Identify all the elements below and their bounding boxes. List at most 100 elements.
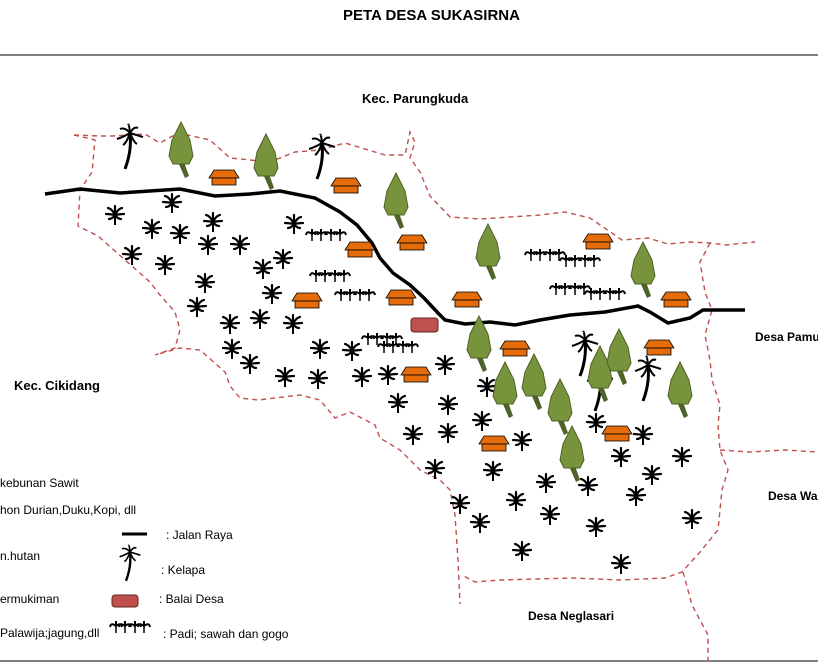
oil-palm-icon — [610, 553, 632, 574]
tree-icon — [383, 171, 409, 229]
oil-palm-icon — [274, 366, 296, 387]
oil-palm-icon — [671, 446, 693, 467]
oil-palm-icon — [219, 313, 241, 334]
oil-palm-icon — [261, 283, 283, 304]
village-hall-icon — [111, 594, 139, 608]
oil-palm-icon — [681, 508, 703, 529]
oil-palm-icon — [535, 472, 557, 493]
oil-palm-icon — [387, 392, 409, 413]
oil-palm-icon — [511, 430, 533, 451]
oil-palm-icon — [585, 412, 607, 433]
oil-palm-icon — [202, 211, 224, 232]
oil-palm-icon — [437, 422, 459, 443]
oil-palm-icon — [471, 410, 493, 431]
oil-palm-icon — [402, 424, 424, 445]
legend-kelapa: : Kelapa — [161, 563, 206, 577]
house-icon — [396, 234, 428, 251]
oil-palm-icon — [282, 313, 304, 334]
oil-palm-icon — [121, 244, 143, 265]
oil-palm-icon — [641, 464, 663, 485]
tree-icon — [168, 120, 194, 178]
oil-palm-icon — [539, 504, 561, 525]
legend-pohon: hon Durian,Duku,Kopi, dll — [0, 503, 137, 517]
oil-palm-icon — [577, 475, 599, 496]
house-icon — [643, 339, 675, 356]
rice-paddy-icon — [524, 249, 566, 261]
oil-palm-icon — [424, 458, 446, 479]
label-east: Desa Pamu — [755, 330, 818, 344]
rice-paddy-icon — [377, 341, 419, 353]
label-north: Kec. Parungkuda — [362, 91, 469, 106]
oil-palm-icon — [186, 296, 208, 317]
oil-palm-icon — [482, 460, 504, 481]
main-road — [44, 187, 745, 327]
oil-palm-icon — [434, 354, 456, 375]
rice-paddy-icon — [559, 255, 601, 267]
tree-icon — [475, 222, 501, 280]
legend-palawija: Palawija;jagung,dll — [0, 626, 100, 640]
map-title: PETA DESA SUKASIRNA — [343, 7, 520, 24]
coconut-palm-icon — [116, 123, 144, 170]
oil-palm-icon — [239, 353, 261, 374]
house-icon — [478, 435, 510, 452]
village-boundary — [73, 129, 818, 662]
oil-palm-icon — [169, 223, 191, 244]
tree-icon — [466, 314, 492, 372]
house-icon — [208, 169, 240, 186]
legend-permukiman: ermukiman — [0, 592, 60, 606]
oil-palm-icon — [229, 234, 251, 255]
house-icon — [582, 233, 614, 250]
oil-palm-icon — [221, 338, 243, 359]
rice-paddy-icon — [584, 288, 626, 300]
oil-palm-icon — [585, 516, 607, 537]
house-icon — [291, 292, 323, 309]
tree-icon — [559, 424, 585, 482]
tree-icon — [492, 360, 518, 418]
oil-palm-icon — [194, 272, 216, 293]
oil-palm-icon — [377, 364, 399, 385]
oil-palm-icon — [437, 394, 459, 415]
tree-icon — [606, 327, 632, 385]
oil-palm-icon — [252, 258, 274, 279]
oil-palm-icon — [505, 490, 527, 511]
oil-palm-icon — [197, 234, 219, 255]
oil-palm-icon — [141, 218, 163, 239]
oil-palm-icon — [351, 366, 373, 387]
tree-icon — [667, 360, 693, 418]
oil-palm-icon — [161, 192, 183, 213]
house-icon — [344, 241, 376, 258]
label-southeast: Desa Wa — [768, 489, 818, 503]
tree-icon — [521, 352, 547, 410]
house-icon — [499, 340, 531, 357]
rice-paddy-icon — [309, 270, 351, 282]
house-icon — [451, 291, 483, 308]
rice-paddy-icon — [109, 621, 151, 633]
oil-palm-icon — [283, 213, 305, 234]
coconut-palm-icon — [571, 330, 599, 377]
oil-palm-icon — [632, 424, 654, 445]
oil-palm-icon — [272, 248, 294, 269]
oil-palm-icon — [307, 368, 329, 389]
legend-sawit: kebunan Sawit — [0, 476, 79, 490]
rice-paddy-icon — [549, 283, 591, 295]
oil-palm-icon — [104, 204, 126, 225]
oil-palm-icon — [476, 376, 498, 397]
oil-palm-icon — [511, 540, 533, 561]
house-icon — [330, 177, 362, 194]
oil-palm-icon — [249, 308, 271, 329]
oil-palm-icon — [154, 254, 176, 275]
coconut-palm-icon — [634, 355, 662, 402]
rice-paddy-icon — [361, 333, 403, 345]
oil-palm-icon — [309, 338, 331, 359]
label-south: Desa Neglasari — [528, 609, 615, 623]
label-west: Kec. Cikidang — [14, 378, 100, 393]
oil-palm-icon — [341, 340, 363, 361]
tree-icon — [253, 132, 279, 190]
legend-jalan: : Jalan Raya — [166, 528, 233, 542]
legend-hutan: n.hutan — [0, 549, 41, 563]
tree-icon — [547, 377, 573, 435]
rice-paddy-icon — [305, 229, 347, 241]
coconut-palm-icon — [308, 133, 336, 180]
village-hall-icon — [410, 317, 439, 333]
oil-palm-icon — [469, 512, 491, 533]
